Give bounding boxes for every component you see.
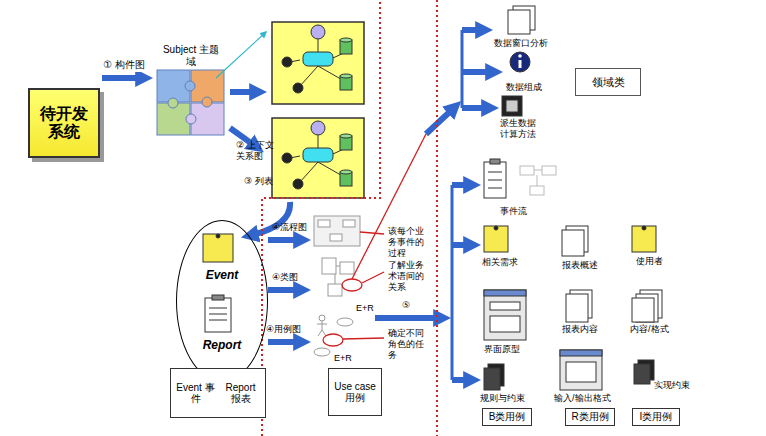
event-report-ellipse: EventReport: [176, 220, 268, 382]
item-label: 实现约束: [654, 380, 698, 391]
node-text: Report 报表: [221, 382, 261, 405]
item-label: 输入/输出格式: [554, 393, 620, 404]
subject-puzzle: Subject 主题域: [150, 44, 232, 68]
step-label: E+R: [334, 353, 364, 364]
step-label: ③ 列表: [244, 176, 284, 187]
category-box: R类用例: [565, 408, 615, 426]
puzzle: [157, 70, 224, 135]
event-icons: [203, 234, 233, 332]
system-box: 待开发系统: [28, 88, 100, 158]
category-box: I类用例: [632, 408, 680, 426]
item-label: 内容/格式: [630, 324, 680, 335]
node-text: R类用例: [571, 411, 608, 423]
node-text: Event 事件: [176, 382, 216, 405]
step-label: ⑤: [402, 300, 418, 311]
item-label: 数据组成: [506, 82, 556, 93]
item-label: 规则与约束: [480, 393, 536, 404]
note-text: 了解业务术语间的关系: [388, 260, 430, 292]
node-text: Report: [177, 339, 267, 353]
node-text: Use case 用例: [332, 381, 378, 404]
item-label: 界面原型: [484, 344, 528, 355]
use-case-sketch: [314, 216, 360, 356]
item-label: 使用者: [636, 256, 676, 267]
node-text: B类用例: [489, 411, 526, 423]
node-text: 待开发系统: [40, 105, 88, 142]
item-label: 报表内容: [562, 324, 606, 335]
link-line: [216, 32, 266, 78]
use-case-box: Use case 用例: [328, 368, 382, 416]
flow-arrow: [102, 75, 146, 81]
node-text: I类用例: [640, 411, 673, 423]
item-label: 数据窗口分析: [494, 38, 554, 49]
item-label: 派生数据计算方法: [500, 118, 544, 140]
dotted-divider: [262, 0, 437, 436]
item-label: 报表概述: [562, 260, 606, 271]
edge-label: ① 构件图: [102, 58, 146, 72]
list-box: Event 事件Report 报表: [170, 368, 266, 418]
bracket-lines: [452, 30, 462, 380]
node-text: Event: [177, 269, 267, 283]
domain-box: 领域类: [575, 68, 641, 96]
note-text: 确定不同角色的任务: [388, 328, 430, 360]
context-diagram: [272, 22, 364, 198]
step-label: ④流程图: [272, 222, 316, 233]
note-text: 该每个业务事件的过程: [388, 226, 430, 258]
item-label: 事件流: [500, 206, 540, 217]
node-text: 领域类: [592, 76, 625, 89]
step-label: ④类图: [272, 272, 312, 283]
node-text: Subject 主题域: [161, 44, 221, 67]
step-label: ④用例图: [266, 324, 310, 335]
item-label: 相关需求: [482, 257, 526, 268]
step-label: E+R: [356, 303, 386, 314]
category-box: B类用例: [482, 408, 532, 426]
step-label: ② 上下文关系图: [236, 140, 276, 162]
